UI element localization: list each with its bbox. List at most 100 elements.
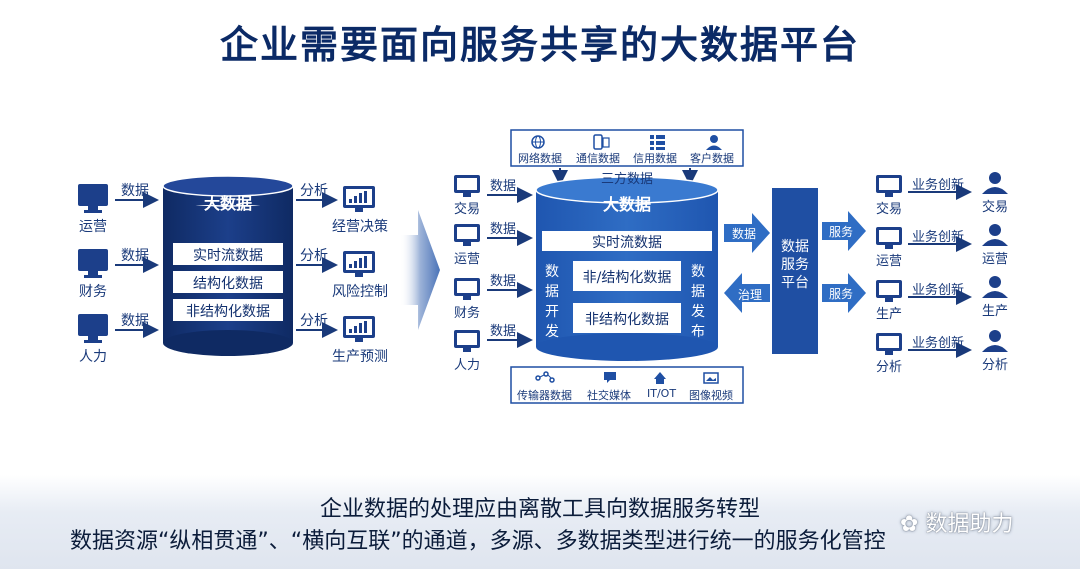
data-development-label: 数据开发 [545,264,559,340]
image-icon [703,372,719,384]
data-service-platform [772,188,818,354]
bottom-band [0,475,1080,569]
chat-icon [604,372,616,383]
bottom-source-item: 社交媒体 [587,389,631,402]
right-input-arrow-label: 数据 [490,324,517,339]
right-input-arrow-label: 数据 [490,179,517,194]
left-bar-label: 结构化数据 [193,276,263,292]
left-input-label: 运营 [79,219,107,235]
monitor-icon [78,249,108,278]
right-user-label: 运营 [981,252,1008,267]
user-icon [982,224,1008,246]
governance-flow-arrow-icon [724,273,770,313]
third-party-item: 网络数据 [518,152,562,165]
right-output-label: 运营 [875,254,902,269]
left-input-arrow-label: 数据 [121,183,149,199]
right-input-label: 交易 [453,202,480,217]
right-bar-semistructured [573,261,681,291]
monitor-icon [454,175,480,197]
right-inner-bar-label: 非/结构化数据 [582,270,672,286]
right-input-label: 财务 [453,306,480,321]
globe-icon [531,135,545,149]
right-output-label: 生产 [875,307,902,322]
bottom-source-item: 传输器数据 [517,389,572,402]
summary-line-1: 企业数据的处理应由离散工具向数据服务转型 [319,497,760,522]
platform-label: 数据服务平台 [781,239,809,291]
innovation-arrow-label: 业务创新 [912,336,965,351]
monitor-icon [876,280,902,302]
service-arrow-label: 服务 [828,287,853,301]
watermark: ✿ 数据助力 [900,506,1013,538]
user-icon [982,330,1008,352]
governance-flow-label: 治理 [737,288,762,302]
third-party-box [510,129,744,167]
innovation-arrow-label: 业务创新 [912,178,965,193]
left-output-arrow-label: 分析 [300,248,328,264]
monitor-icon [78,184,108,213]
right-output-label: 交易 [875,202,902,217]
third-party-label: 三方数据 [600,172,653,187]
left-bar-unstructured [173,299,283,321]
right-input-arrow-label: 数据 [490,274,517,289]
left-input-arrow-label: 数据 [121,313,149,329]
right-bar-realtime [542,231,712,251]
left-output-label: 生产预测 [332,349,388,365]
monitor-icon [876,227,902,249]
summary-line-2: 数据资源“纵相贯通”、“横向互联”的通道，多源、多数据类型进行统一的服务化管控 [70,529,886,554]
monitor-icon [454,224,480,246]
service-arrow-icon [822,273,866,313]
right-top-bar-label: 实时流数据 [592,235,662,251]
data-release-label: 数据发布 [691,264,705,340]
right-inner-bar-label: 非结构化数据 [585,312,669,328]
user-icon [982,172,1008,194]
third-party-item: 信用数据 [633,152,677,165]
right-input-label: 运营 [453,252,480,267]
monitor-icon [454,330,480,352]
user-icon [706,135,722,150]
wechat-icon: ✿ [900,512,926,537]
monitor-icon [876,175,902,197]
left-output-arrow-label: 分析 [300,183,328,199]
transition-arrow-icon [400,210,440,330]
monitor-icon [454,278,480,300]
service-arrow-label: 服务 [828,225,853,239]
right-input-label: 人力 [453,358,480,373]
third-party-item: 客户数据 [690,152,734,165]
right-user-label: 分析 [981,358,1008,373]
home-icon [654,372,666,384]
right-cylinder-title: 大数据 [602,195,651,214]
chart-monitor-icon [343,316,375,342]
data-flow-arrow-icon [724,213,770,253]
bottom-source-item: 图像视频 [689,389,733,402]
left-output-label: 风险控制 [332,284,388,300]
service-arrow-icon [822,211,866,251]
chart-monitor-icon [343,186,375,212]
right-bar-unstructured [573,303,681,333]
sensor-icon [535,371,555,383]
left-input-arrow-label: 数据 [121,248,149,264]
left-output-label: 经营决策 [332,219,388,235]
left-bar-label: 实时流数据 [193,248,263,264]
left-bigdata-cylinder [162,175,294,356]
left-output-arrow-label: 分析 [300,313,328,329]
watermark-text: 数据助力 [925,512,1014,537]
left-bar-realtime [173,243,283,265]
bottom-source-item: IT/OT [647,387,677,400]
right-input-arrow-label: 数据 [490,222,517,237]
left-cylinder-title: 大数据 [203,194,252,213]
left-bar-label: 非结构化数据 [186,304,270,320]
user-icon [982,276,1008,298]
right-output-label: 分析 [875,360,902,375]
left-bar-structured [173,271,283,293]
innovation-arrow-label: 业务创新 [912,283,965,298]
page-title: 企业需要面向服务共享的大数据平台 [219,23,860,67]
phone-icon [593,134,610,150]
data-flow-label: 数据 [731,227,756,241]
left-input-label: 财务 [79,284,107,300]
right-user-label: 交易 [981,200,1008,215]
third-party-item: 通信数据 [576,152,620,165]
monitor-icon [876,333,902,355]
innovation-arrow-label: 业务创新 [912,230,965,245]
left-input-label: 人力 [79,349,107,365]
